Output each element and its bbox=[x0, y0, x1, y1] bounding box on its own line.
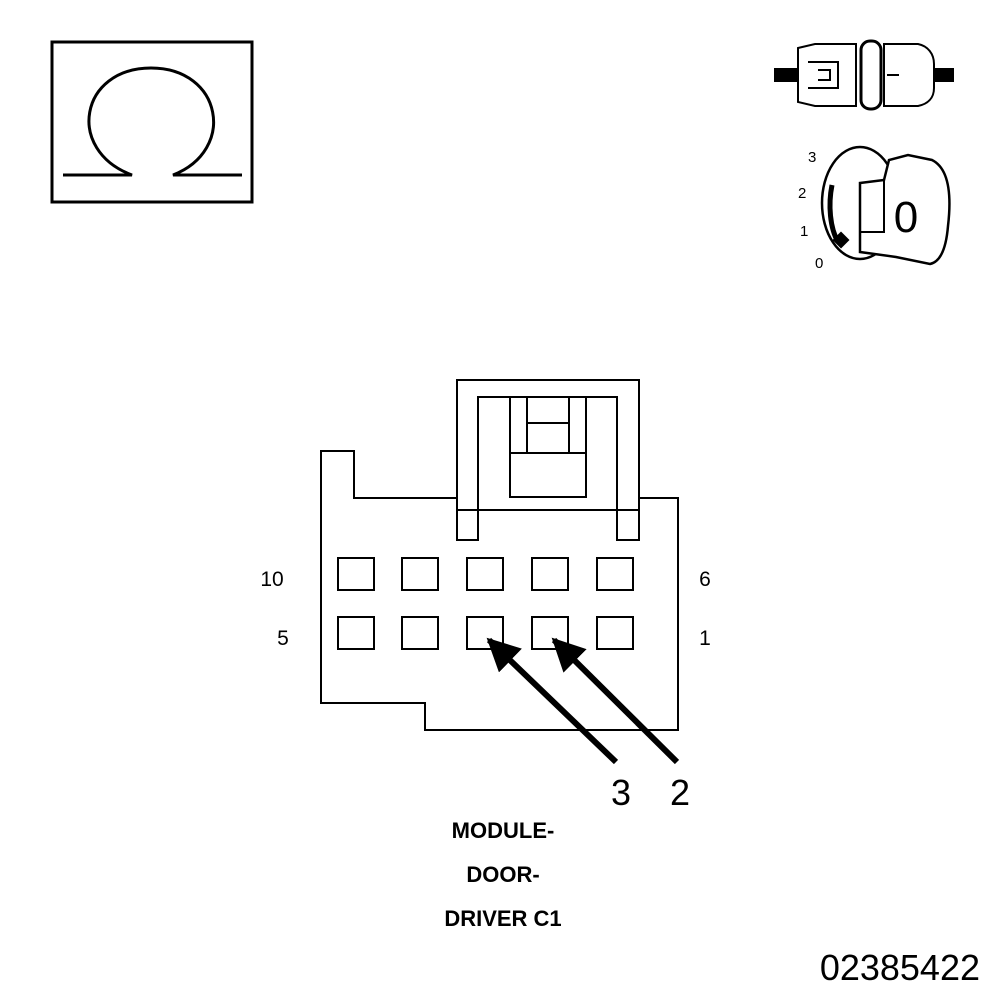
ignition-position-2: 2 bbox=[798, 185, 806, 202]
probe-label-2: 2 bbox=[670, 772, 690, 813]
caption-line-3: DRIVER C1 bbox=[444, 906, 561, 931]
probe-arrow-pin-2 bbox=[551, 637, 680, 765]
cavity-1 bbox=[596, 616, 634, 650]
pin-label-5: 5 bbox=[277, 627, 289, 650]
probe-arrow-pin-3 bbox=[486, 637, 619, 765]
ignition-key-position: 0 bbox=[894, 193, 918, 242]
terminal-cavities bbox=[337, 557, 634, 650]
cavity-4 bbox=[401, 616, 439, 650]
caption-line-1: MODULE- bbox=[452, 818, 555, 843]
cavity-2 bbox=[531, 616, 569, 650]
connector-latch bbox=[456, 379, 640, 541]
ignition-position-3: 3 bbox=[808, 149, 816, 166]
ignition-switch-icon bbox=[820, 145, 951, 266]
ignition-position-0: 0 bbox=[815, 255, 823, 272]
cavity-9 bbox=[401, 557, 439, 591]
ignition-position-1: 1 bbox=[800, 223, 808, 240]
ohmmeter-icon bbox=[50, 40, 254, 204]
pin-label-10: 10 bbox=[260, 568, 283, 591]
pin-label-6: 6 bbox=[699, 568, 711, 591]
disconnected-connector-icon bbox=[774, 39, 954, 111]
caption-line-2: DOOR- bbox=[466, 862, 539, 887]
cavity-7 bbox=[531, 557, 569, 591]
pin-label-1: 1 bbox=[699, 627, 711, 650]
cavity-6 bbox=[596, 557, 634, 591]
cavity-5 bbox=[337, 616, 375, 650]
figure-id: 02385422 bbox=[820, 947, 980, 988]
cavity-10 bbox=[337, 557, 375, 591]
probe-label-3: 3 bbox=[611, 772, 631, 813]
cavity-8 bbox=[466, 557, 504, 591]
